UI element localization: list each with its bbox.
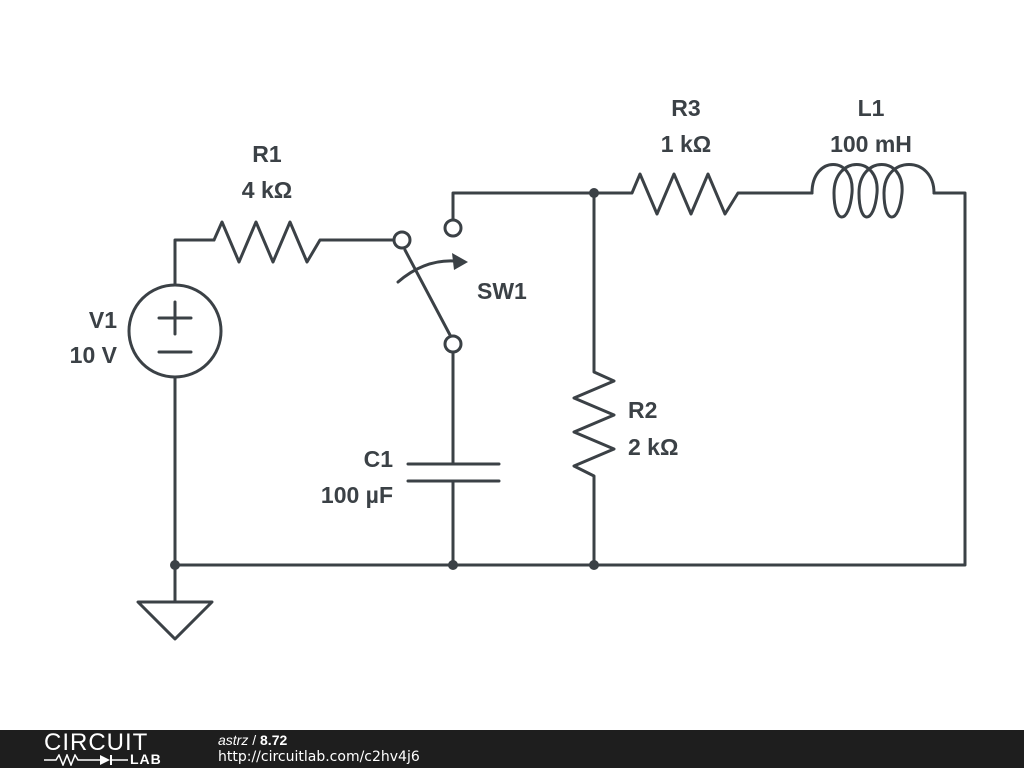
c1-value-label: 100 µF [321,482,393,508]
version-label: 8.72 [260,732,288,748]
footer-bar: CIRCUIT LAB astrz / 8.72 http://circuitl… [0,730,1024,768]
switch-sw1 [392,191,596,354]
voltage-source-v1 [127,238,223,567]
sw1-name-label: SW1 [477,278,527,304]
junction-dot [589,188,599,198]
v1-value-label: 10 V [70,342,118,368]
switch-terminal-top [443,218,463,238]
r3-value-label: 1 kΩ [661,131,711,157]
switch-terminal-common [392,230,412,250]
circuitlab-logo: CIRCUIT [44,729,149,756]
junction-dot [589,560,599,570]
resistor-r3 [592,172,814,216]
v1-name-label: V1 [89,307,117,333]
capacitor-c1 [406,350,501,567]
ground-symbol [136,563,214,641]
switch-terminal-bottom [443,334,463,354]
l1-name-label: L1 [858,95,885,121]
resistor-diode-logo-icon [44,754,128,766]
c1-name-label: C1 [364,446,394,472]
r1-name-label: R1 [252,141,282,167]
ground-wire [173,191,967,567]
author-version: astrz / 8.72 [218,732,287,748]
r2-name-label: R2 [628,397,657,423]
circuitlab-logo-sub: LAB [130,751,162,767]
resistor-r1 [212,220,396,264]
resistor-r2 [572,191,616,567]
author-link[interactable]: astrz [218,732,249,748]
circuit-schematic: V1 10 V R1 4 kΩ SW1 C1 100 µF R2 2 kΩ R3… [70,95,967,641]
junction-dot [448,560,458,570]
r3-name-label: R3 [671,95,700,121]
circuit-url-link[interactable]: http://circuitlab.com/c2hv4j6 [218,749,420,765]
r2-value-label: 2 kΩ [628,434,678,460]
l1-value-label: 100 mH [830,131,912,157]
inductor-l1 [810,163,936,219]
r1-value-label: 4 kΩ [242,177,292,203]
separator: / [248,732,261,748]
